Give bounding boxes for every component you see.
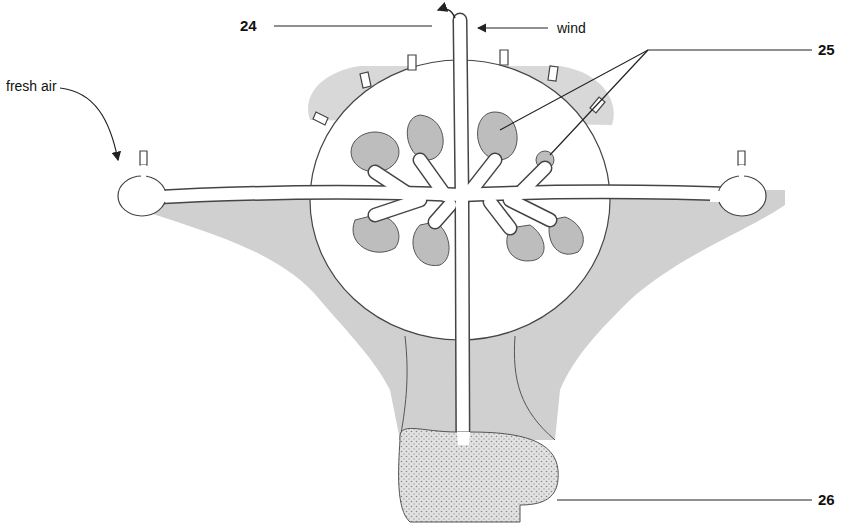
air-label: wind <box>555 20 588 36</box>
callout-number: 24 <box>238 18 259 34</box>
callout-number: 25 <box>816 42 837 58</box>
callout-number: 26 <box>816 492 837 508</box>
air-label: fresh air <box>4 78 59 94</box>
